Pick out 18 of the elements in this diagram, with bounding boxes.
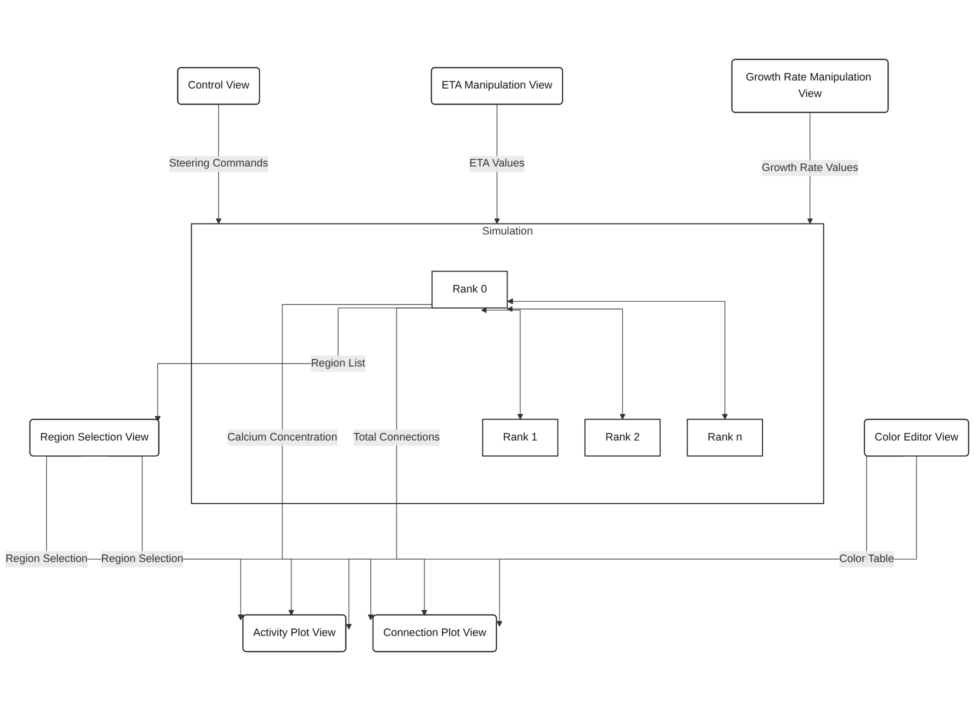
edge-label: Steering Commands <box>169 158 268 170</box>
edge-label: Growth Rate Values <box>762 162 858 174</box>
edge-label: ETA Values <box>469 158 525 170</box>
node-box: Rank 1 <box>482 418 558 456</box>
edge-label: Calcium Concentration <box>227 432 338 444</box>
arrow <box>282 304 432 616</box>
edge-label: Region Selection <box>5 553 88 565</box>
edge-label: Color Table <box>839 553 894 565</box>
node-box: Rank 0 <box>432 270 508 308</box>
arrow <box>507 298 728 420</box>
arrow <box>506 306 626 420</box>
edge-label: Region Selection <box>101 553 184 565</box>
arrow <box>481 307 524 420</box>
node-box: Rank 2 <box>584 418 661 456</box>
node-box: Rank n <box>686 418 763 456</box>
edge-label: Region List <box>310 358 366 370</box>
arrow <box>496 456 918 627</box>
edge-label: Total Connections <box>353 432 440 444</box>
